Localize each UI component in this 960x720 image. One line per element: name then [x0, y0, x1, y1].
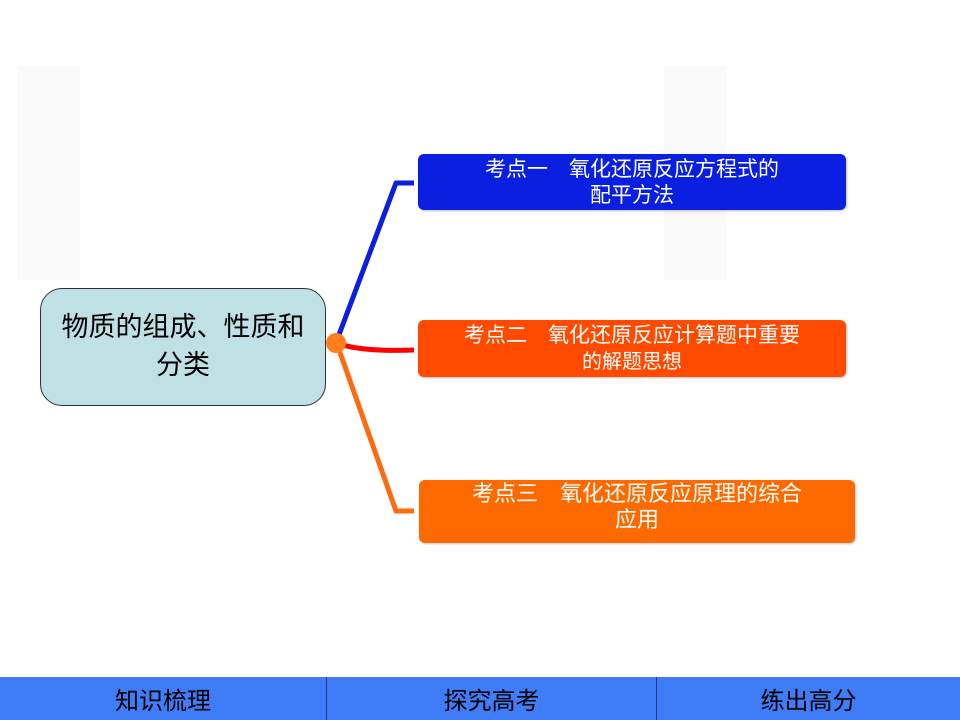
topic-node-2-line2: 的解题思想	[582, 349, 682, 373]
branch-line-3	[334, 343, 414, 514]
footer-tab-exam-exploration[interactable]: 探究高考	[327, 677, 657, 720]
footer-tab-label: 知识梳理	[115, 687, 211, 715]
topic-node-3-line2: 应用	[614, 508, 659, 533]
branch-line-1	[334, 180, 414, 341]
footer-tab-label: 练出高分	[760, 687, 857, 715]
topic-node-3-line1: 考点三 氧化还原反应原理的综合	[471, 482, 802, 507]
topic-node-3[interactable]: 考点三 氧化还原反应原理的综合 应用	[419, 480, 855, 543]
hub-connector-dot	[326, 333, 346, 353]
topic-node-2[interactable]: 考点二 氧化还原反应计算题中重要 的解题思想	[418, 320, 846, 377]
footer-nav: 知识梳理 探究高考 练出高分	[0, 677, 960, 720]
footer-tab-label: 探究高考	[443, 687, 540, 715]
topic-node-1[interactable]: 考点一 氧化还原反应方程式的 配平方法	[418, 154, 846, 210]
footer-tab-knowledge-review[interactable]: 知识梳理	[0, 677, 327, 720]
footer-tab-practice-high-score[interactable]: 练出高分	[657, 677, 960, 720]
branch-line-2	[336, 340, 415, 353]
background-watermark-left	[18, 66, 80, 280]
topic-node-1-line2: 配平方法	[590, 183, 674, 207]
topic-node-2-line1: 考点二 氧化还原反应计算题中重要	[464, 323, 800, 347]
central-topic-label: 物质的组成、性质和分类	[61, 312, 305, 381]
topic-node-1-line1: 考点一 氧化还原反应方程式的	[485, 157, 779, 181]
central-topic[interactable]: 物质的组成、性质和分类	[40, 288, 326, 406]
